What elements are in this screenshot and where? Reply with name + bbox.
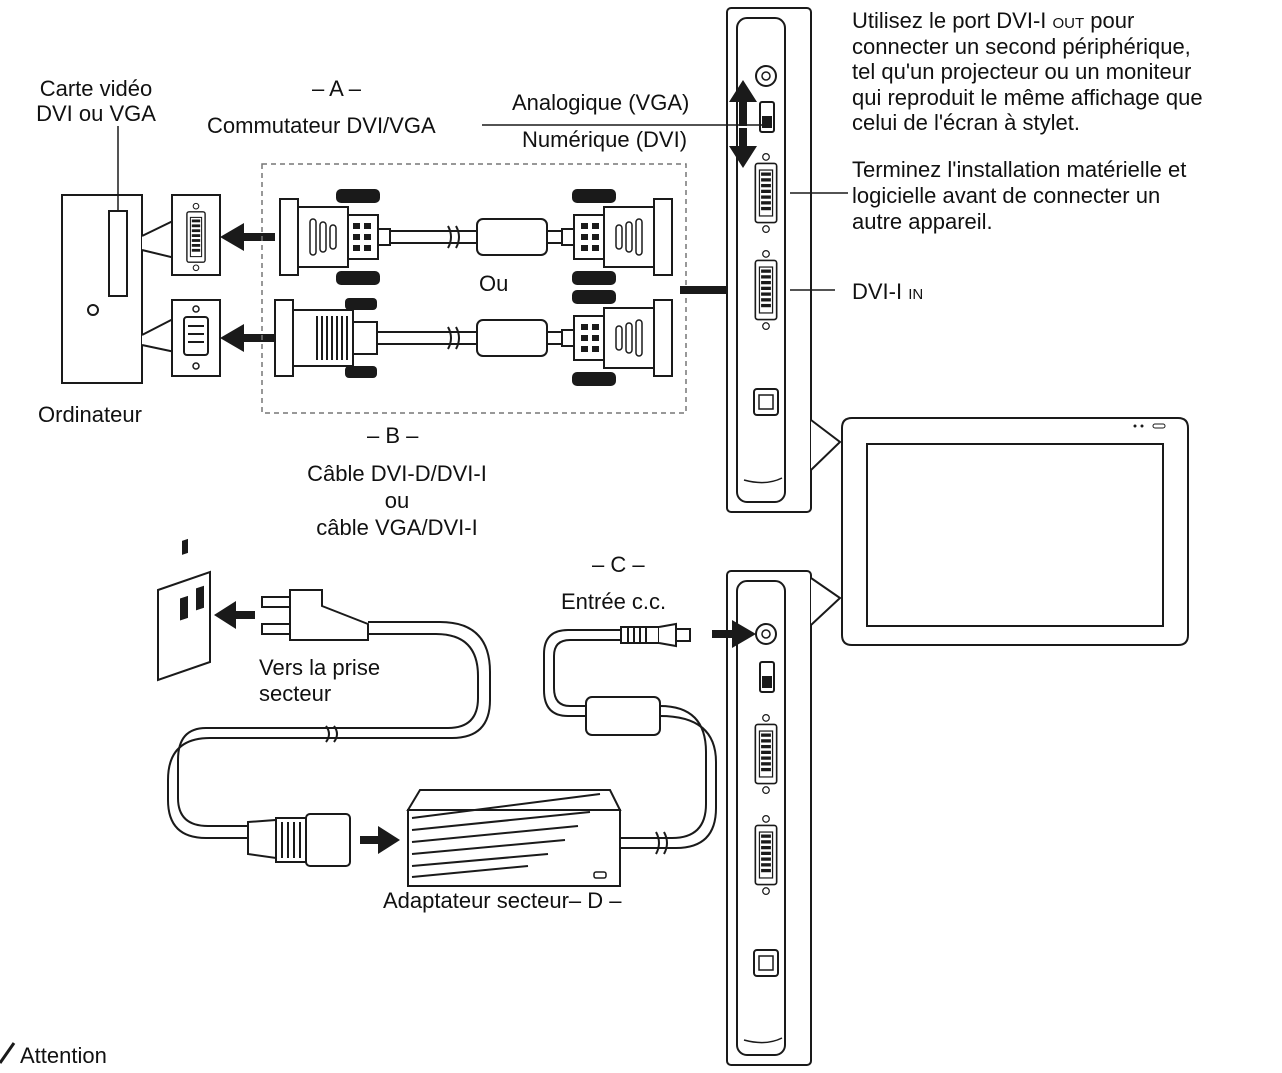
dc-cable bbox=[543, 629, 717, 855]
cable-box bbox=[261, 163, 687, 414]
wall-outlet-icon bbox=[157, 538, 211, 682]
arrow-to-outlet bbox=[214, 601, 255, 629]
dvi-cable bbox=[279, 188, 673, 286]
leader-lines bbox=[482, 124, 848, 291]
label-analogique: Analogique (VGA) bbox=[512, 90, 690, 115]
label-vers-prise: Vers la prise secteur bbox=[259, 655, 381, 706]
label-commutateur: Commutateur DVI/VGA bbox=[207, 113, 436, 138]
label-dvi-out-note: Utilisez le port DVI-I out pour connecte… bbox=[852, 8, 1203, 135]
label-numerique: Numérique (DVI) bbox=[522, 127, 688, 152]
arrow-to-computer bbox=[220, 223, 275, 352]
label-c-marker: – C – bbox=[592, 552, 645, 577]
attention-icon bbox=[0, 1042, 16, 1064]
label-ou: Ou bbox=[479, 271, 509, 296]
computer-icon bbox=[61, 126, 221, 384]
iec-connector bbox=[247, 813, 351, 867]
label-cable: Câble DVI-D/DVI-I ou câble VGA/DVI-I bbox=[307, 461, 487, 540]
pen-display-icon bbox=[841, 417, 1189, 646]
vga-cable bbox=[274, 289, 673, 387]
tablet-side-panel-bottom bbox=[726, 570, 842, 1066]
label-carte-video: Carte vidéo DVI ou VGA bbox=[36, 76, 156, 126]
dc-plug bbox=[620, 620, 756, 648]
label-ordinateur: Ordinateur bbox=[38, 402, 142, 427]
tablet-side-panel-top bbox=[726, 7, 842, 513]
label-a-marker: – A – bbox=[312, 76, 361, 101]
label-dvi-in: DVI-I in bbox=[852, 279, 924, 304]
ac-cable bbox=[167, 621, 491, 839]
switch-arrows bbox=[729, 80, 757, 168]
label-terminez-note: Terminez l'installation matérielle et lo… bbox=[852, 157, 1187, 234]
label-entree-cc: Entrée c.c. bbox=[561, 589, 667, 614]
ac-adapter-icon bbox=[406, 789, 622, 887]
label-attention: Attention bbox=[20, 1043, 107, 1068]
label-adaptateur: Adaptateur secteur– D – bbox=[383, 888, 622, 913]
label-b-marker: – B – bbox=[367, 423, 419, 448]
arrow-to-adapter bbox=[360, 826, 400, 854]
power-plug bbox=[261, 589, 369, 641]
